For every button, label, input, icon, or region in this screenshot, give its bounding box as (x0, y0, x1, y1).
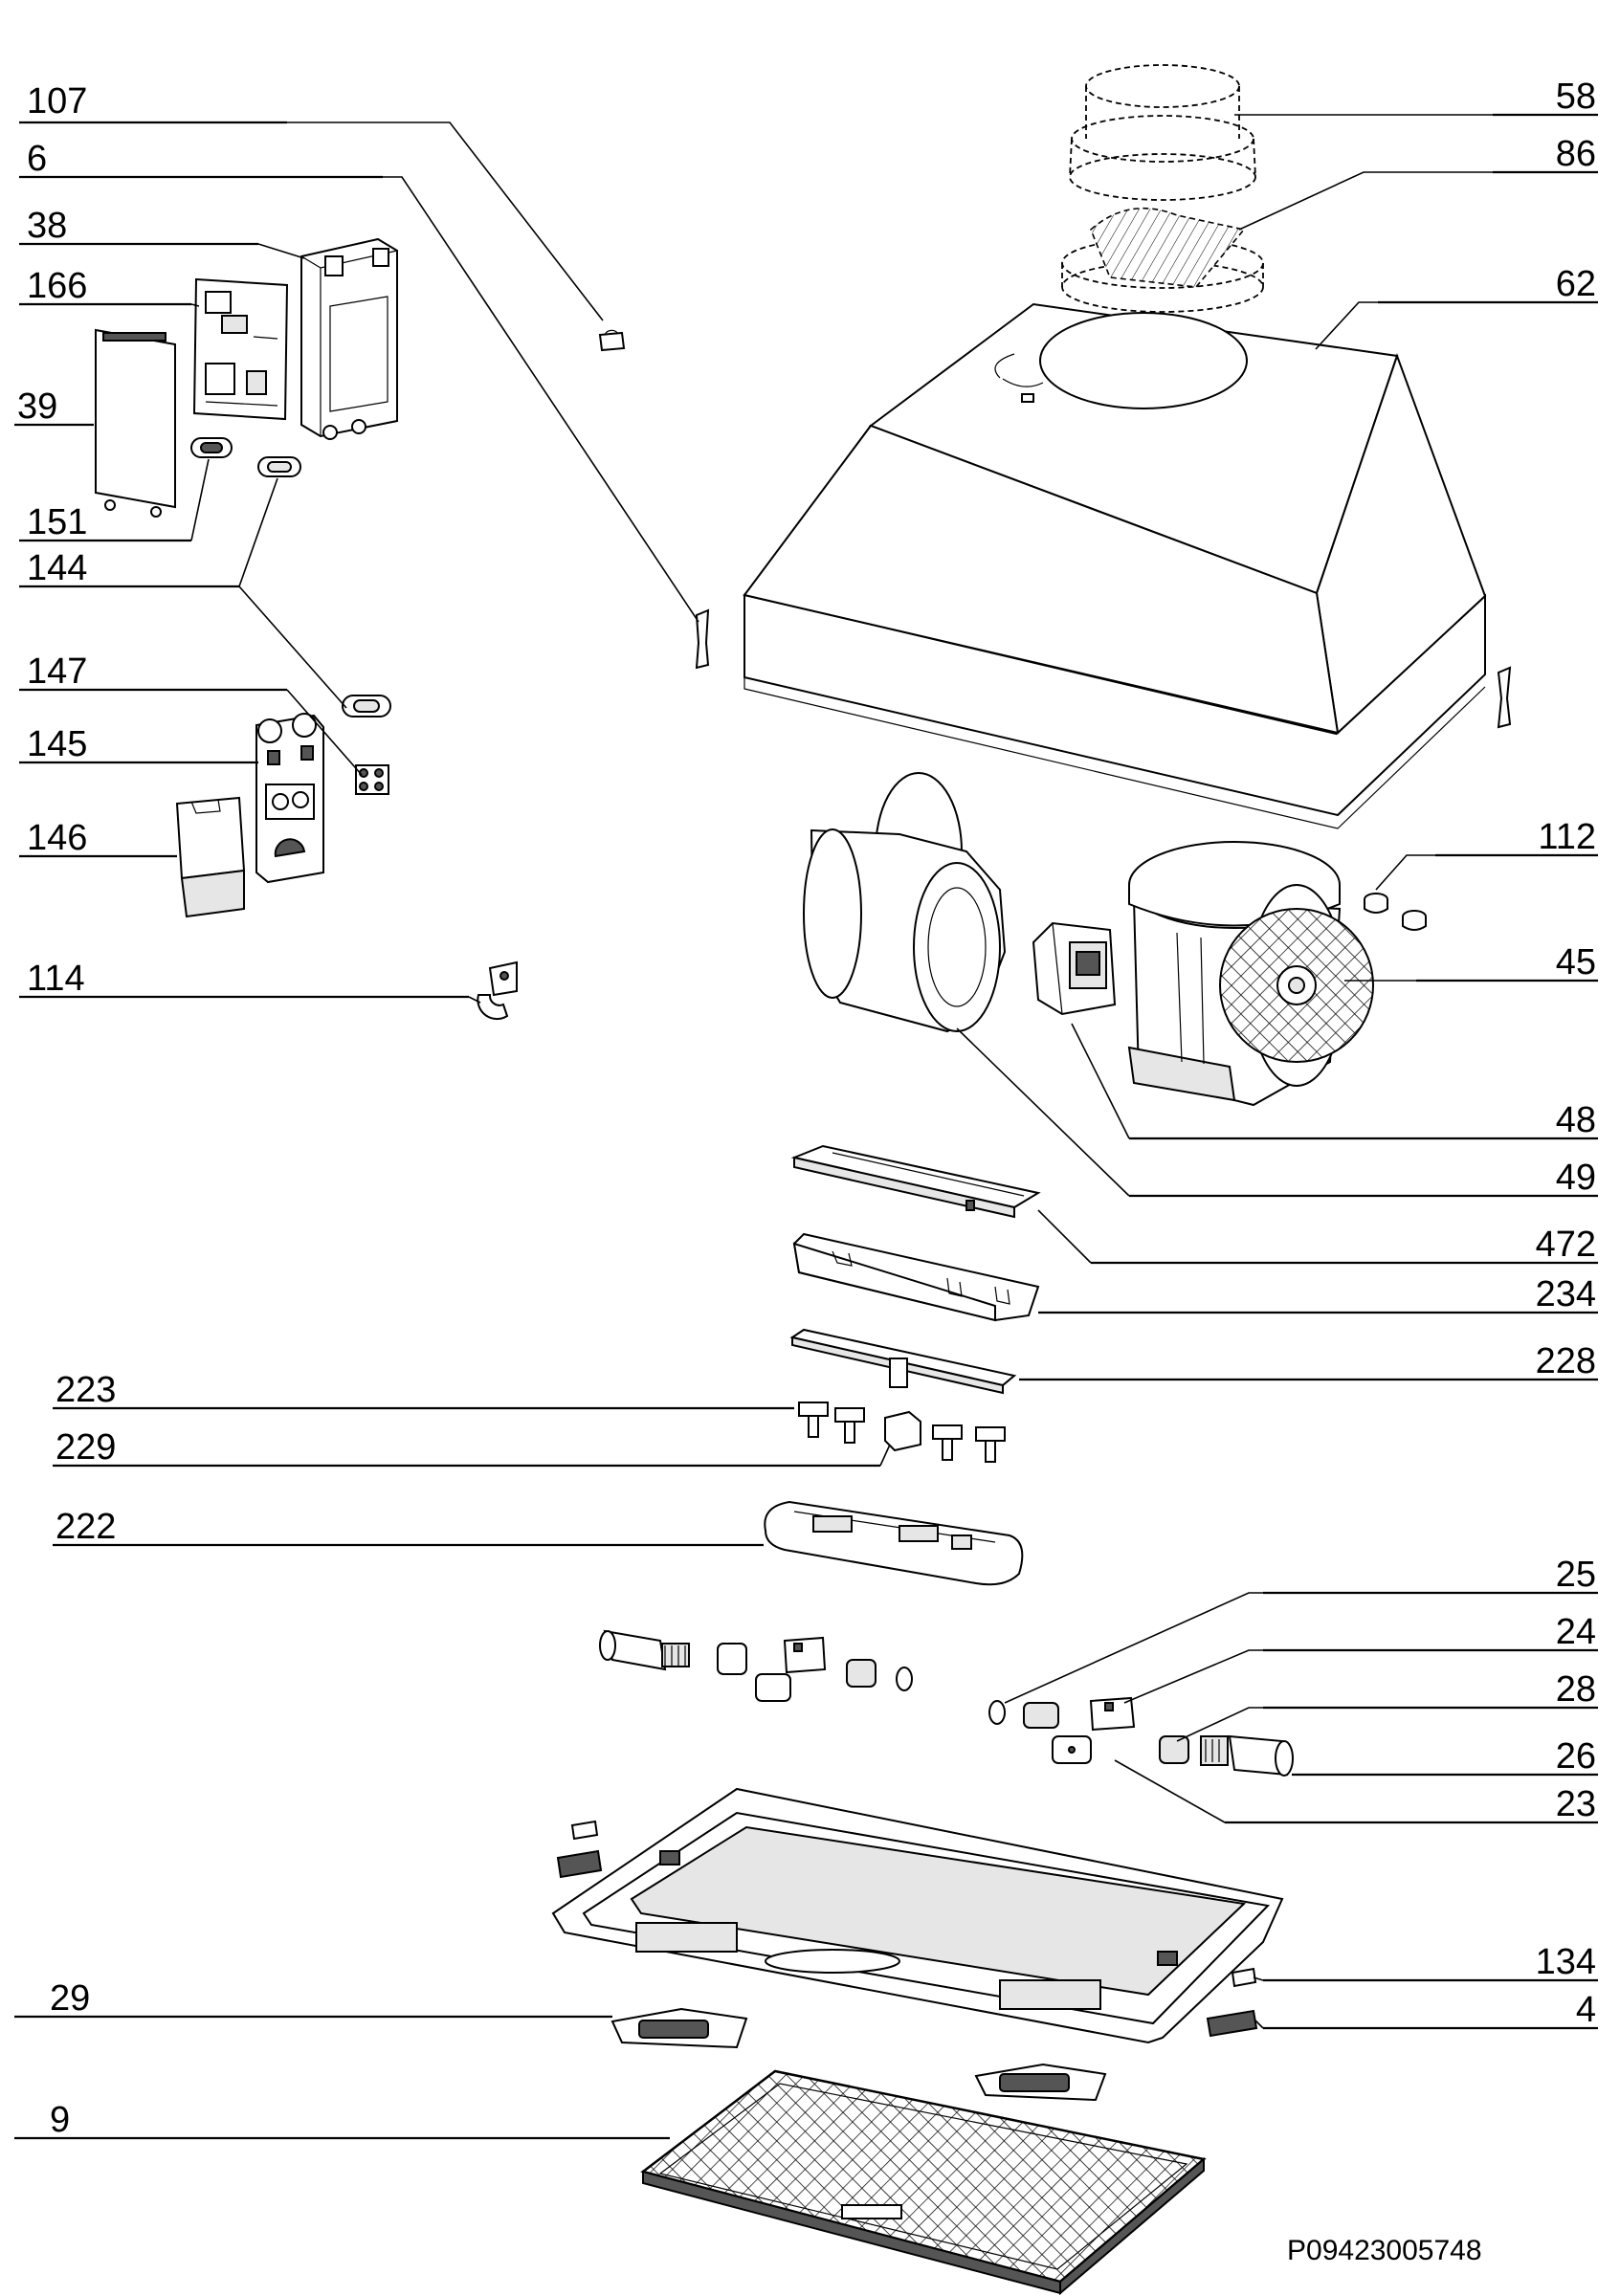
control-panel-frame-part (764, 1500, 1024, 1586)
filter-handle-part (610, 2007, 748, 2049)
part-label-144: 144 (27, 548, 87, 588)
knob-pin-part (932, 1424, 963, 1461)
mounting-bracket-part (695, 608, 710, 670)
switch-bracket-part (792, 1232, 1040, 1322)
switch-cap-part (257, 456, 301, 477)
part-label-58: 58 (1556, 77, 1596, 117)
rubber-foot-part (1364, 893, 1388, 914)
part-label-48: 48 (1556, 1100, 1596, 1140)
grease-filter-part (640, 2069, 1207, 2296)
part-label-45: 45 (1556, 942, 1596, 982)
part-label-228: 228 (1536, 1341, 1596, 1381)
filter-handle-part (974, 2063, 1107, 2102)
capacitor-part (1032, 921, 1117, 1016)
mounting-rail-part (790, 1144, 1041, 1219)
part-label-38: 38 (27, 206, 67, 246)
part-label-39: 39 (17, 386, 57, 427)
part-label-229: 229 (55, 1427, 116, 1468)
part-label-4: 4 (1576, 1990, 1596, 2030)
switch-cover-part (175, 796, 246, 918)
motor-housing-part (1127, 841, 1374, 1107)
rubber-foot-part (1402, 910, 1427, 931)
part-label-24: 24 (1556, 1612, 1596, 1652)
part-label-146: 146 (27, 818, 87, 858)
frame-clip-part (556, 1820, 603, 1879)
lamp-assembly-left (599, 1629, 913, 1702)
part-label-151: 151 (27, 502, 87, 542)
part-label-49: 49 (1556, 1158, 1596, 1198)
mounting-bracket-part (1497, 666, 1512, 729)
part-label-62: 62 (1556, 264, 1596, 304)
fan-wheel-part (803, 772, 1007, 1033)
part-label-23: 23 (1556, 1784, 1596, 1824)
small-clip-part (598, 329, 626, 352)
switch-cap-part (342, 695, 391, 718)
part-number-labels: 107 6 38 166 39 151 144 147 145 146 114 … (17, 77, 1596, 2266)
part-label-223: 223 (55, 1370, 116, 1410)
lamp-assembly-right (988, 1696, 1294, 1777)
frame-clip-part (1206, 1967, 1258, 2038)
part-label-222: 222 (55, 1507, 116, 1547)
pcb-housing-part (300, 237, 398, 440)
part-label-86: 86 (1556, 134, 1596, 174)
leader-lines (14, 113, 1598, 2140)
part-label-114: 114 (27, 959, 85, 999)
knob-pin-part (798, 1402, 829, 1438)
part-label-472: 472 (1536, 1225, 1596, 1265)
light-panel-part (789, 1328, 1017, 1395)
switch-block-part (255, 713, 324, 884)
part-label-145: 145 (27, 724, 87, 764)
knob-pin-part (834, 1407, 865, 1444)
bottom-frame-part (551, 1787, 1284, 2044)
control-board-part (192, 277, 289, 421)
part-label-166: 166 (27, 266, 87, 306)
switch-knob-part (884, 1410, 921, 1452)
part-label-134: 134 (1536, 1942, 1596, 1982)
switch-cap-part (190, 437, 233, 458)
part-label-147: 147 (27, 651, 87, 692)
part-label-107: 107 (27, 81, 87, 121)
part-label-28: 28 (1556, 1669, 1596, 1710)
backdraft-flap-part (1061, 207, 1264, 313)
terminal-connector-part (355, 764, 389, 795)
part-label-29: 29 (50, 1978, 90, 2019)
duct-collar-part (1069, 64, 1256, 201)
drawing-code: P09423005748 (1287, 2235, 1482, 2266)
part-label-9: 9 (50, 2100, 70, 2140)
part-label-112: 112 (1538, 817, 1596, 857)
part-label-234: 234 (1536, 1274, 1596, 1314)
knob-pin-part (975, 1426, 1006, 1463)
part-label-26: 26 (1556, 1736, 1596, 1777)
cover-plate-part (95, 328, 176, 518)
hood-body-part (743, 302, 1487, 829)
part-label-6: 6 (27, 139, 47, 179)
part-label-25: 25 (1556, 1555, 1596, 1595)
cable-clip-part (477, 960, 518, 1021)
